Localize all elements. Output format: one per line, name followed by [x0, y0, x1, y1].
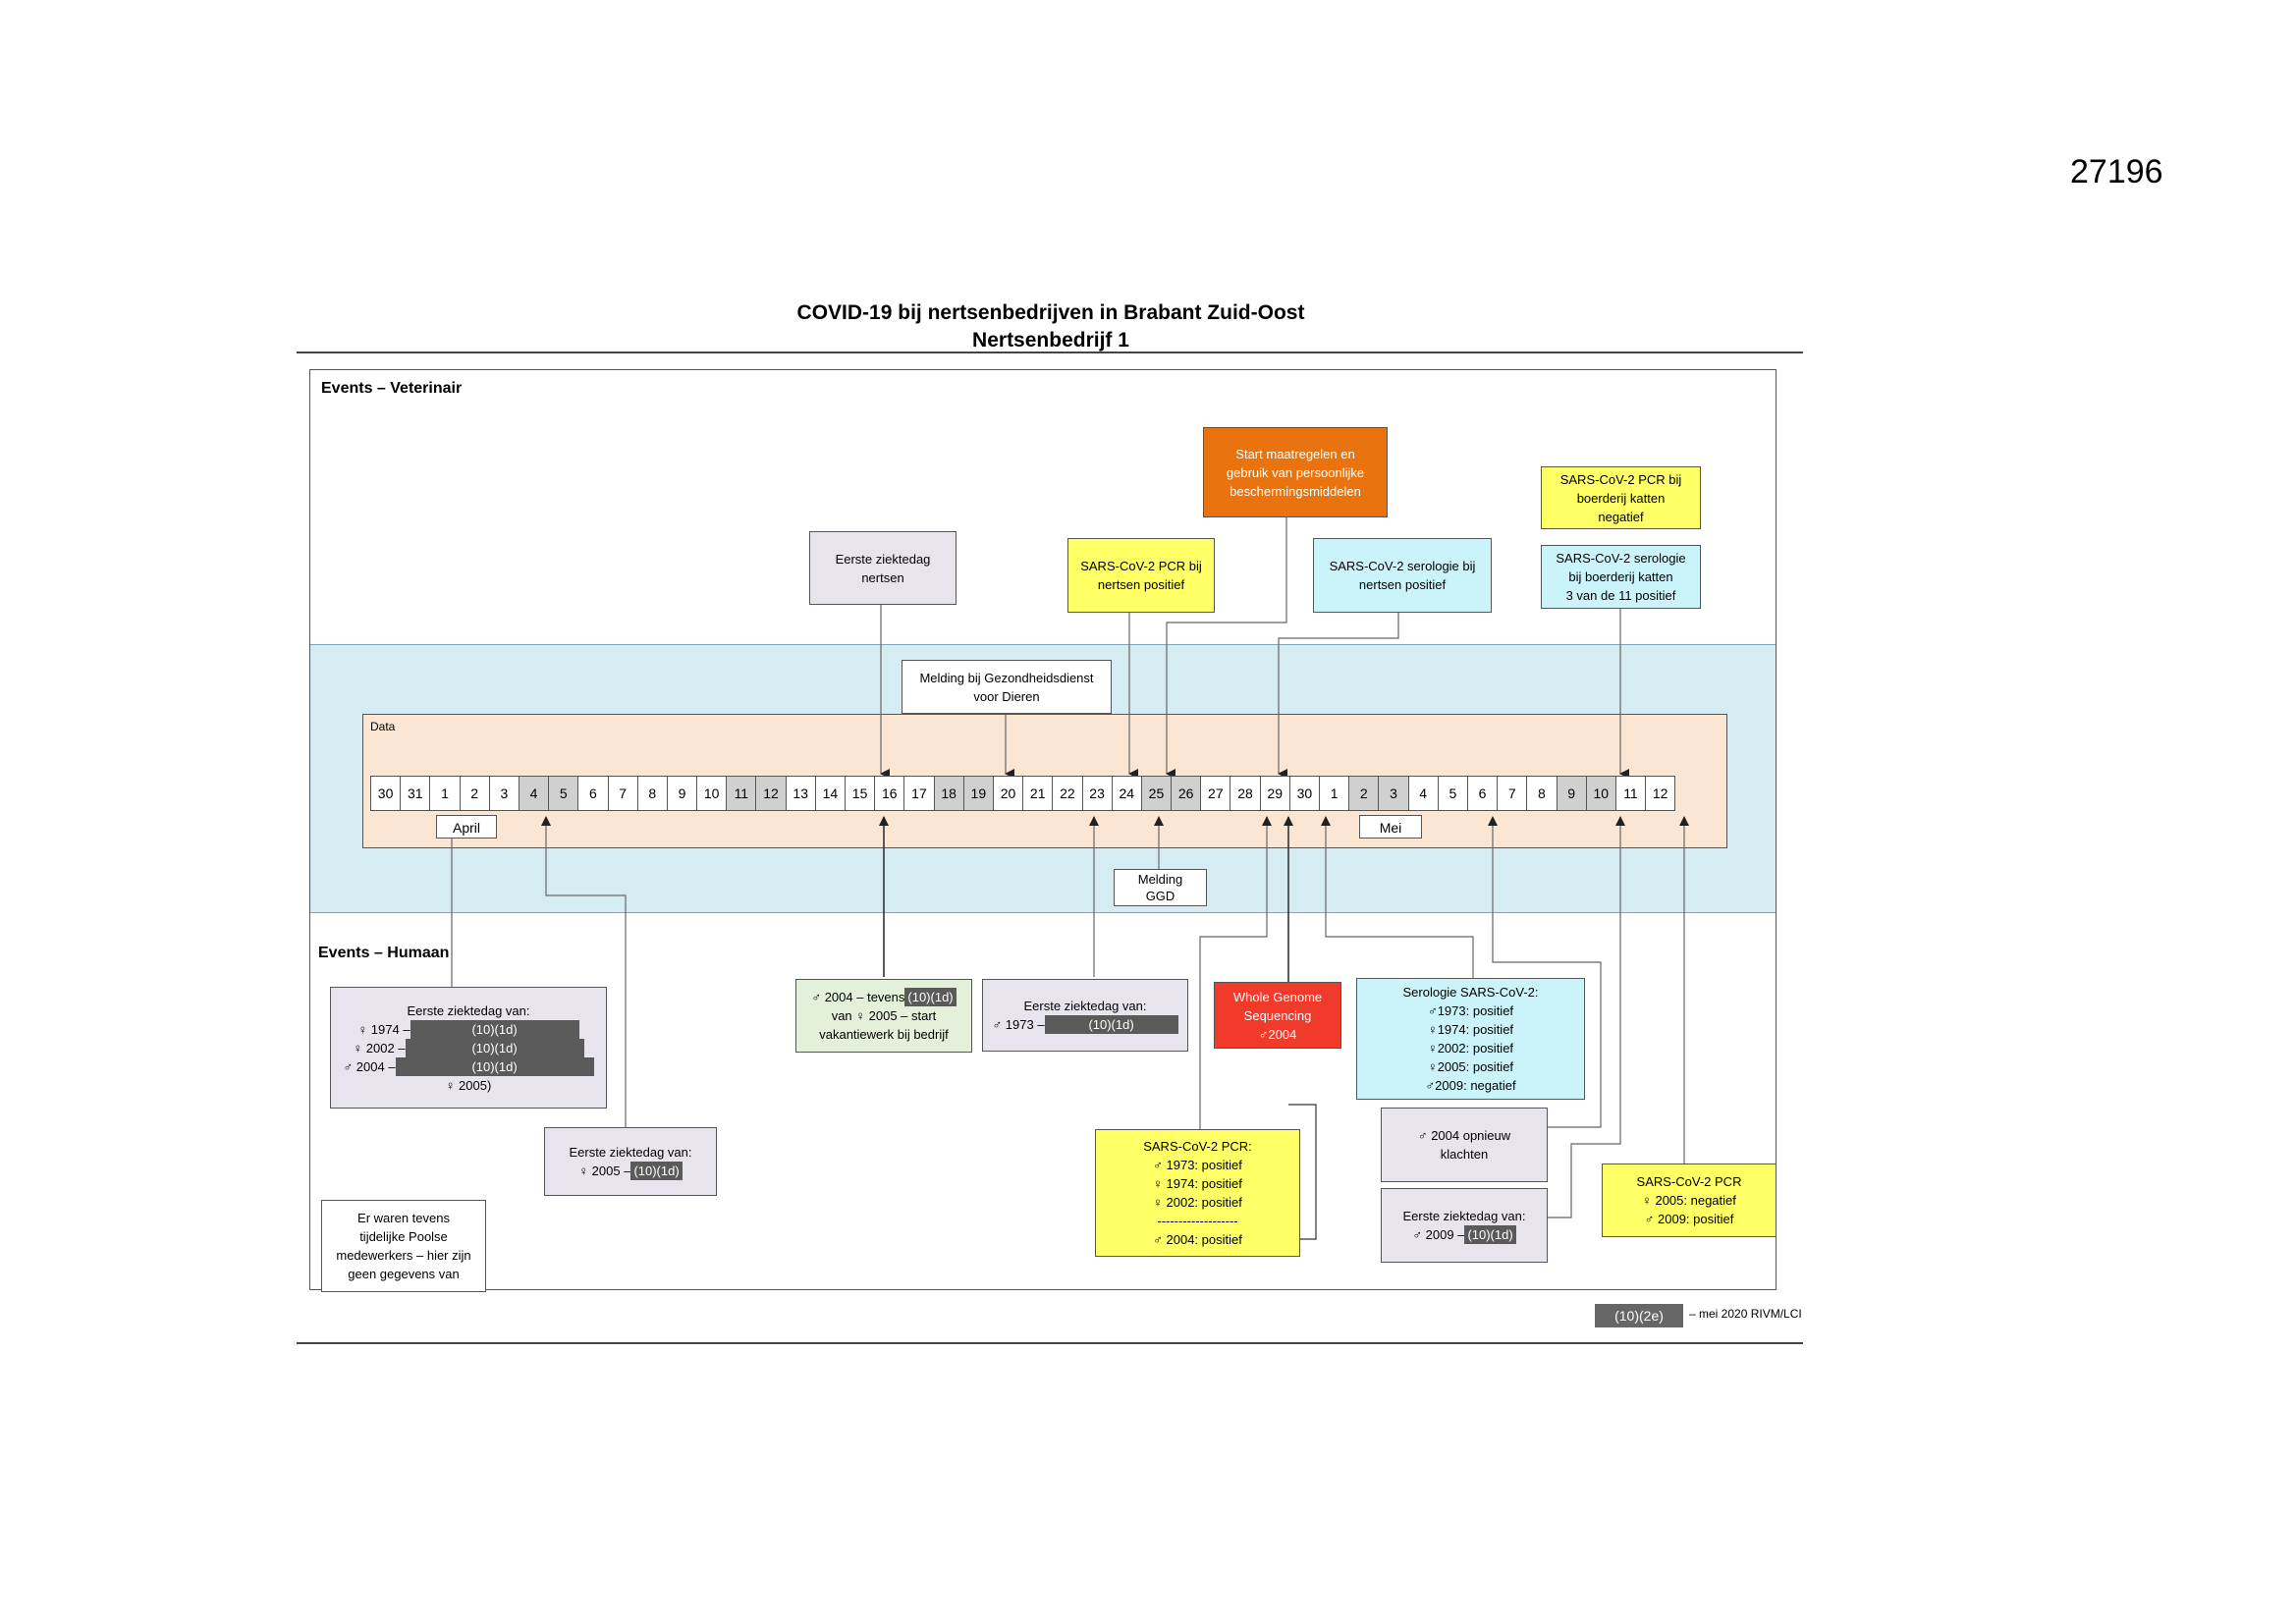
footer-credit: – mei 2020 RIVM/LCI [1689, 1307, 1802, 1321]
day-cell: 25 [1140, 776, 1173, 811]
pcr-2005-2009-box: SARS-CoV-2 PCR♀ 2005: negatief♂ 2009: po… [1602, 1164, 1777, 1237]
redaction-tag: (10)(1d) [405, 1038, 584, 1057]
day-cell: 10 [1585, 776, 1616, 811]
redaction-tag: (10)(1d) [1044, 1015, 1178, 1034]
day-cell: 18 [933, 776, 964, 811]
day-cell: 11 [726, 776, 757, 811]
first-sick-2009-box: Eerste ziektedag van: ♂ 2009 –(10)(1d) [1381, 1188, 1548, 1263]
pcr-human-box: SARS-CoV-2 PCR: ♂ 1973: positief ♀ 1974:… [1095, 1129, 1300, 1257]
day-cell: 6 [577, 776, 609, 811]
day-cell: 21 [1022, 776, 1054, 811]
document-number: 27196 [2070, 153, 2163, 190]
day-cell: 2 [1348, 776, 1380, 811]
day-cell: 16 [874, 776, 905, 811]
day-cell: 13 [785, 776, 816, 811]
day-cell: 6 [1466, 776, 1499, 811]
day-cell: 19 [962, 776, 994, 811]
day-cell: 7 [1497, 776, 1528, 811]
day-cell: 2 [459, 776, 490, 811]
day-cell: 11 [1614, 776, 1647, 811]
footer-redaction-tag: (10)(2e) [1595, 1304, 1683, 1327]
month-label-april: April [436, 815, 497, 839]
day-cell: 30 [1288, 776, 1320, 811]
veterinary-section-label: Events – Veterinair [321, 380, 463, 397]
title-rule [297, 352, 1803, 353]
holiday-work-box: ♂ 2004 – tevens(10)(1d) van ♀ 2005 – sta… [795, 979, 972, 1053]
day-cell: 12 [1645, 776, 1676, 811]
month-label-mei: Mei [1359, 815, 1422, 839]
redaction-tag: (10)(1d) [410, 1019, 579, 1039]
redaction-tag: (10)(1d) [630, 1162, 683, 1180]
title-line-1: COVID-19 bij nertsenbedrijven in Brabant… [796, 301, 1305, 324]
diagram-frame [309, 369, 1777, 1290]
day-cell: 9 [1556, 776, 1587, 811]
day-cell: 27 [1200, 776, 1231, 811]
redaction-tag: (10)(1d) [1464, 1225, 1516, 1244]
day-cell: 1 [429, 776, 461, 811]
data-label: Data [370, 720, 396, 733]
day-cell: 20 [992, 776, 1024, 811]
bottom-rule [297, 1342, 1803, 1344]
title-line-2: Nertsenbedrijf 1 [972, 329, 1129, 352]
day-cell: 29 [1259, 776, 1290, 811]
day-cell: 8 [1526, 776, 1558, 811]
day-cell: 3 [488, 776, 519, 811]
first-sick-2005-box: Eerste ziektedag van: ♀ 2005 –(10)(1d) [544, 1127, 717, 1196]
day-cell: 8 [636, 776, 668, 811]
day-cell: 22 [1052, 776, 1083, 811]
day-cell: 3 [1378, 776, 1409, 811]
day-cell: 14 [814, 776, 846, 811]
diagram-title: COVID-19 bij nertsenbedrijven in Brabant… [295, 299, 1807, 354]
day-cell: 7 [607, 776, 638, 811]
day-cell: 17 [903, 776, 935, 811]
redaction-tag: (10)(1d) [904, 988, 957, 1006]
day-cell: 1 [1319, 776, 1350, 811]
day-cell: 28 [1230, 776, 1261, 811]
day-cell: 9 [666, 776, 698, 811]
day-cell: 10 [696, 776, 728, 811]
first-sick-1973-box: Eerste ziektedag van: ♂ 1973 –(10)(1d) [982, 979, 1188, 1052]
day-cell: 15 [845, 776, 876, 811]
day-cell: 12 [755, 776, 787, 811]
serology-human-box: Serologie SARS-CoV-2: ♂1973: positief ♀1… [1356, 978, 1585, 1100]
day-cell: 4 [1407, 776, 1439, 811]
day-cell: 4 [518, 776, 550, 811]
redaction-tag: (10)(1d) [395, 1056, 594, 1076]
first-sick-family-box: Eerste ziektedag van: ♀ 1974 –(10)(1d) ♀… [330, 987, 607, 1109]
day-cell: 5 [1437, 776, 1468, 811]
day-cell: 5 [548, 776, 579, 811]
day-cell: 30 [370, 776, 402, 811]
day-cell: 23 [1081, 776, 1113, 811]
human-section-label: Events – Humaan [318, 945, 450, 961]
day-cell: 26 [1171, 776, 1202, 811]
day-cell: 31 [400, 776, 431, 811]
day-cell: 24 [1111, 776, 1142, 811]
